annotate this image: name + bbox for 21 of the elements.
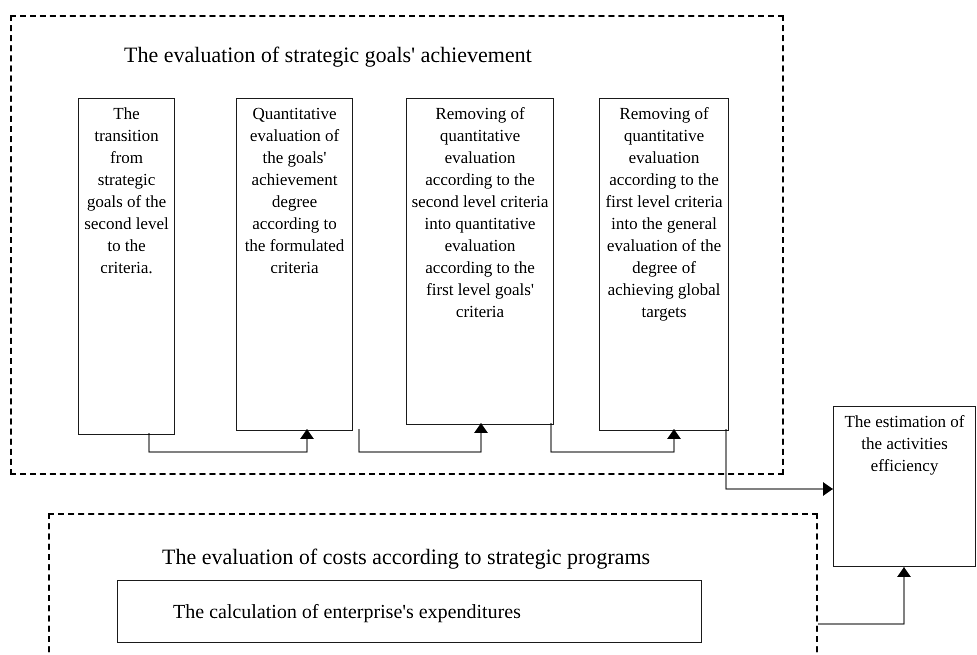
box-text: Removing of quantitative evaluation according to the first level criteria into the general evaluation of the degree of achieving global targets xyxy=(604,103,724,323)
box-text: The calculation of enterprise's expenditures xyxy=(173,600,521,624)
process-box xyxy=(78,98,175,435)
process-box xyxy=(236,98,353,431)
box-text: The estimation of the activities efficiency xyxy=(844,411,966,477)
process-box xyxy=(599,98,729,431)
connector-arrow xyxy=(358,422,488,452)
box-text: Removing of quantitative evaluation according to the second level criteria into quantitative evaluation according to the first level goals' criteria xyxy=(411,103,549,323)
process-box xyxy=(117,580,702,643)
process-box xyxy=(833,406,976,567)
group-heading: The evaluation of strategic goals' achievement xyxy=(124,41,532,68)
group-heading: The evaluation of costs according to strategic programs xyxy=(162,543,650,570)
connector-arrow xyxy=(148,428,314,452)
process-box xyxy=(406,98,554,425)
box-text: The transition from strategic goals of the second level to the criteria. xyxy=(83,103,170,279)
dashed-group-frame xyxy=(48,513,818,655)
box-text: Quantitative evaluation of the goals' achievement degree according to the formulated criteria xyxy=(244,103,346,279)
connector-arrow xyxy=(550,422,681,452)
dashed-group-frame xyxy=(10,15,784,475)
connector-arrow xyxy=(726,428,834,496)
connector-arrow xyxy=(818,566,911,624)
